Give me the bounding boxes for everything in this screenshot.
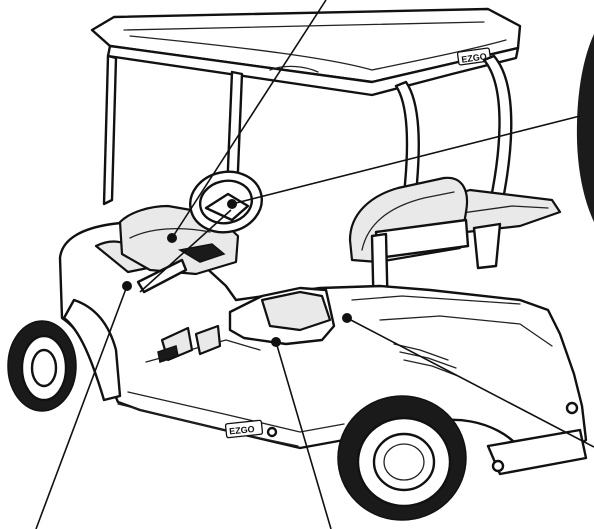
roof-canopy: EZGO <box>92 9 520 95</box>
rear-wheel <box>338 396 466 520</box>
callout-dot-steering-wheel <box>227 199 237 209</box>
seat-pod <box>230 288 334 344</box>
callout-dot-rear-body <box>342 313 352 323</box>
callout-dot-side-panel <box>271 337 281 347</box>
front-wheel <box>8 321 76 411</box>
callout-dot-front-cowl <box>122 281 132 291</box>
inset-circle-edge <box>577 34 594 222</box>
callout-dot-dash <box>167 233 177 243</box>
